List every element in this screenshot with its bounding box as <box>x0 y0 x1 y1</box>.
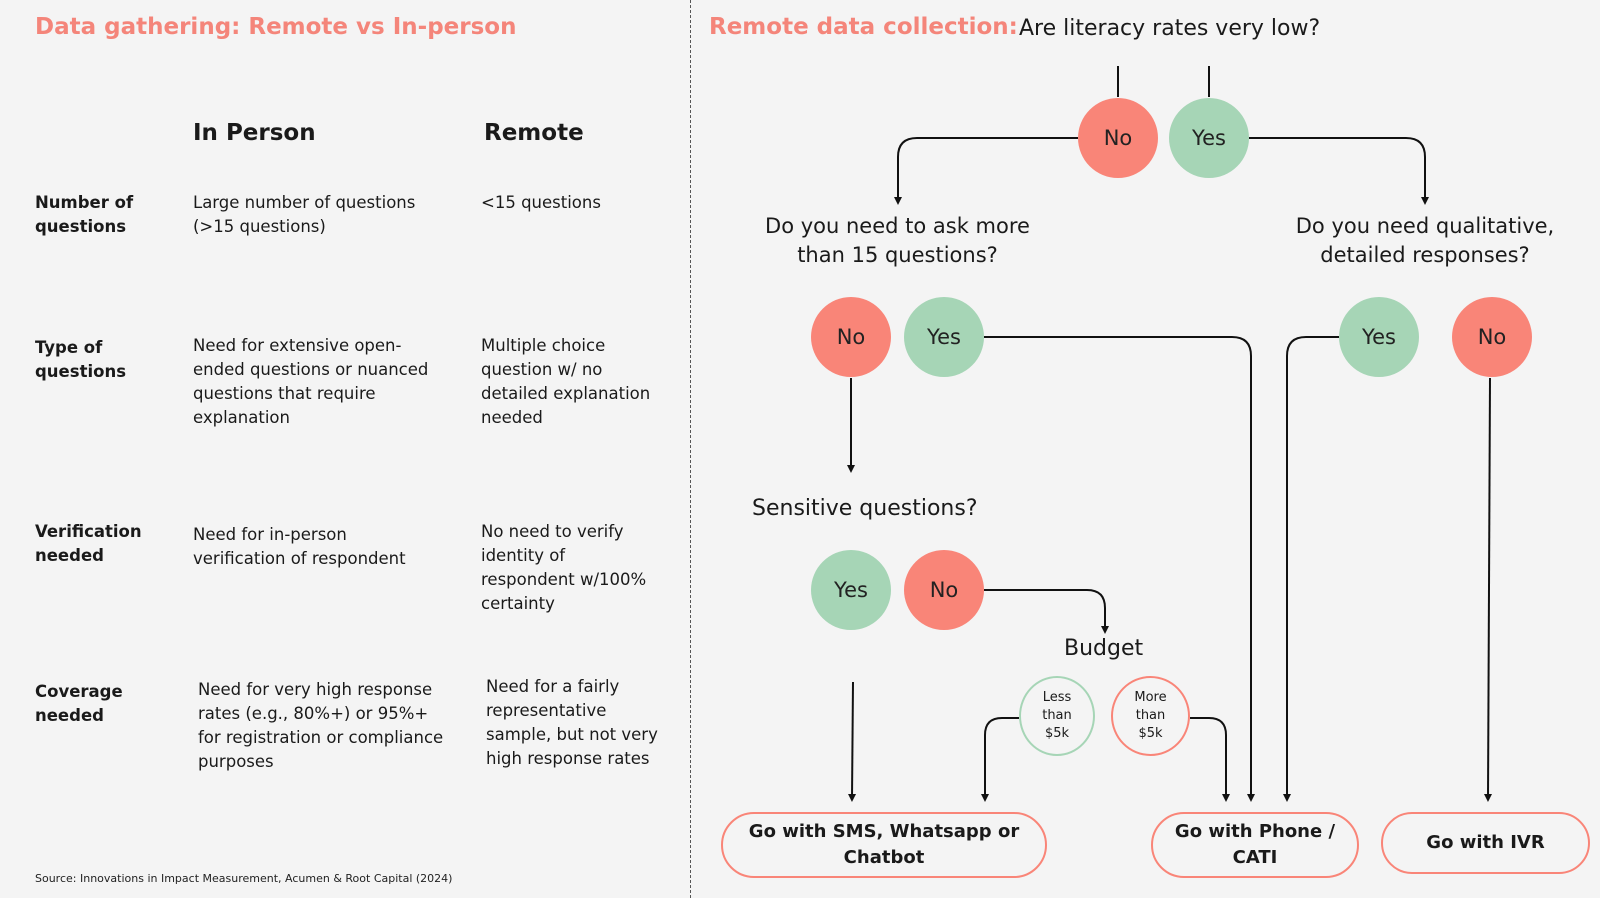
questions-no-node: No <box>811 297 891 377</box>
outcome-phone-cati: Go with Phone / CATI <box>1151 812 1359 878</box>
literacy-no-node: No <box>1078 98 1158 178</box>
question-qualitative: Do you need qualitative, detailed respon… <box>1295 214 1555 267</box>
cell-remote-type-of-questions: Multiple choice question w/ no detailed … <box>481 336 651 427</box>
cell-remote-verification-needed: No need to verify identity of respondent… <box>481 522 647 613</box>
questions-yes-node: Yes <box>904 297 984 377</box>
budget-label: Budget <box>1064 636 1144 661</box>
question-more-than-15: Do you need to ask more than 15 question… <box>765 214 1030 267</box>
cell-in-person-verification-needed: Need for in-person verification of respo… <box>193 525 406 568</box>
cell-remote-number-of-questions: <15 questions <box>481 193 601 212</box>
cell-remote-coverage-needed: Need for a fairly representative sample,… <box>486 677 658 768</box>
question-sensitive: Sensitive questions? <box>752 496 978 521</box>
cell-in-person-number-of-questions: Large number of questions (>15 questions… <box>193 193 416 236</box>
column-header-remote: Remote <box>484 120 584 146</box>
source-note: Source: Innovations in Impact Measuremen… <box>35 872 453 885</box>
row-label-type-of-questions: Type of questions <box>35 338 127 381</box>
cell-in-person-coverage-needed: Need for very high response rates (e.g.,… <box>198 680 444 771</box>
budget-more-than-5k-node: More than $5k <box>1111 676 1190 756</box>
literacy-yes-node: Yes <box>1169 98 1249 178</box>
column-header-in-person: In Person <box>193 120 316 146</box>
qualitative-no-node: No <box>1452 297 1532 377</box>
qualitative-yes-node: Yes <box>1339 297 1419 377</box>
sensitive-yes-node: Yes <box>811 550 891 630</box>
row-label-verification-needed: Verification needed <box>35 522 142 565</box>
question-literacy: Are literacy rates very low? <box>1019 16 1321 41</box>
budget-less-than-5k-node: Less than $5k <box>1019 676 1095 756</box>
row-label-coverage-needed: Coverage needed <box>35 682 123 725</box>
sensitive-no-node: No <box>904 550 984 630</box>
right-panel-title: Remote data collection: <box>709 14 1018 40</box>
cell-in-person-type-of-questions: Need for extensive open-ended questions … <box>193 336 429 427</box>
outcome-sms-whatsapp-chatbot: Go with SMS, Whatsapp or Chatbot <box>721 812 1047 878</box>
row-label-number-of-questions: Number of questions <box>35 193 134 236</box>
left-panel-title: Data gathering: Remote vs In-person <box>35 14 517 40</box>
outcome-ivr: Go with IVR <box>1381 812 1590 874</box>
panel-divider <box>690 0 691 898</box>
